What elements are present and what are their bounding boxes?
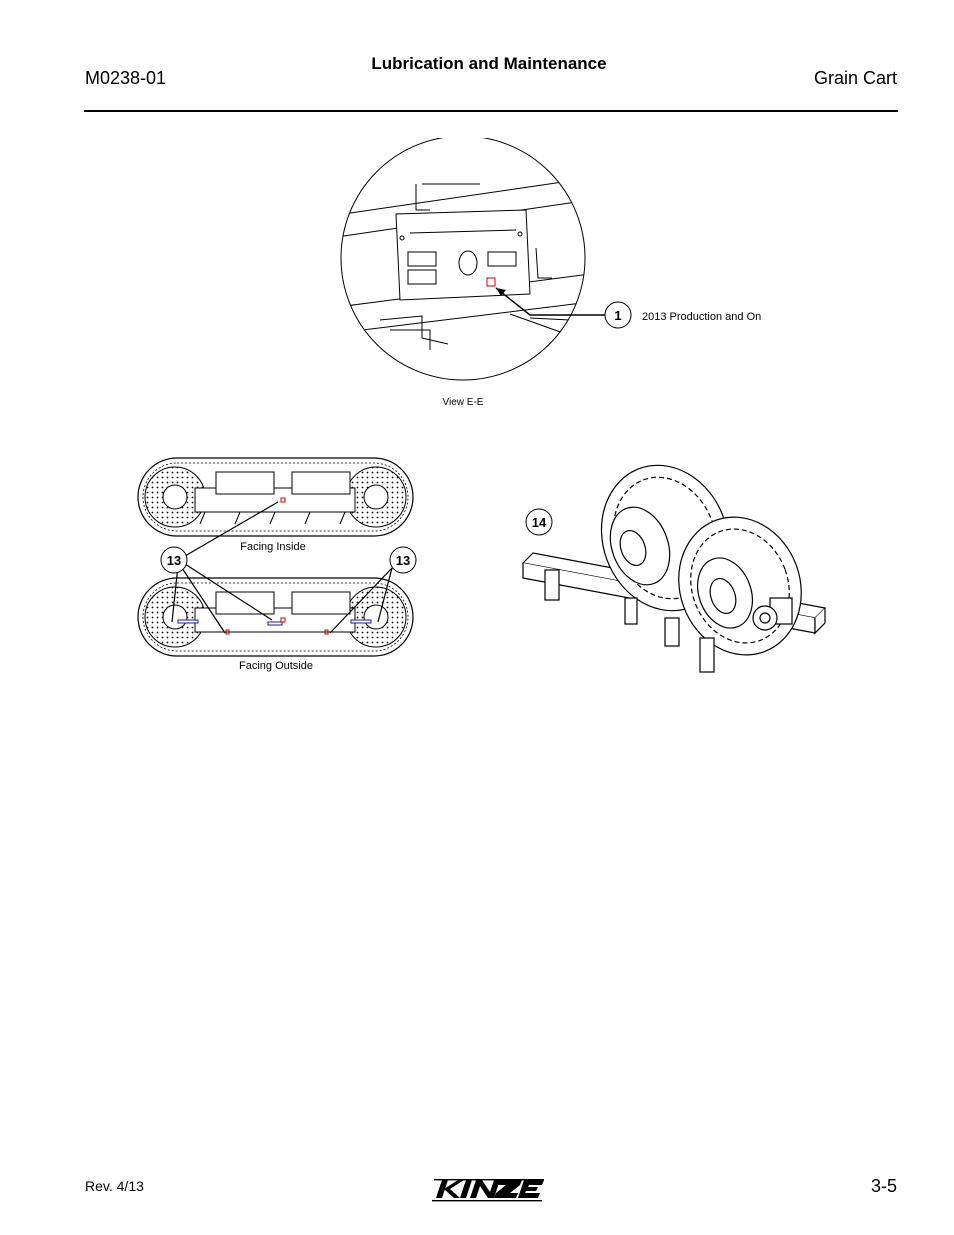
section-title: Lubrication and Maintenance: [371, 54, 607, 73]
track-lubrication-figure: 13 13 Facing Inside Facing Outside: [137, 457, 417, 672]
callout-13-left-circle: [160, 546, 188, 574]
kinze-logo: [432, 1179, 544, 1202]
dual-wheel-assembly-figure: 14: [521, 464, 827, 673]
caption-facing-inside: Facing Inside: [240, 541, 305, 553]
grease-fitting-marker: [486, 277, 496, 287]
header-rule: [84, 110, 898, 112]
callout-13-left: 13: [167, 553, 181, 568]
view-e-e-figure: 1 2013 Production and On View E-E: [340, 138, 761, 408]
caption-facing-outside: Facing Outside: [239, 660, 313, 672]
callout-13-right: 13: [396, 553, 410, 568]
callout-1-label: 2013 Production and On: [642, 311, 761, 323]
callout-14-circle: [525, 508, 553, 536]
track-facing-inside: [137, 457, 414, 537]
product-name: Grain Cart: [813, 68, 897, 88]
view-caption: View E-E: [443, 397, 484, 408]
track-facing-outside: [137, 577, 414, 657]
callout-13-right-circle: [389, 546, 417, 574]
callout-14-number: 14: [532, 515, 547, 530]
document-number: M0238-01: [85, 68, 167, 88]
callout-1-number: 1: [614, 308, 621, 323]
callout-1-circle: [604, 301, 632, 329]
revision-date: Rev. 4/13: [85, 1178, 144, 1194]
page-number: 3-5: [870, 1176, 897, 1196]
